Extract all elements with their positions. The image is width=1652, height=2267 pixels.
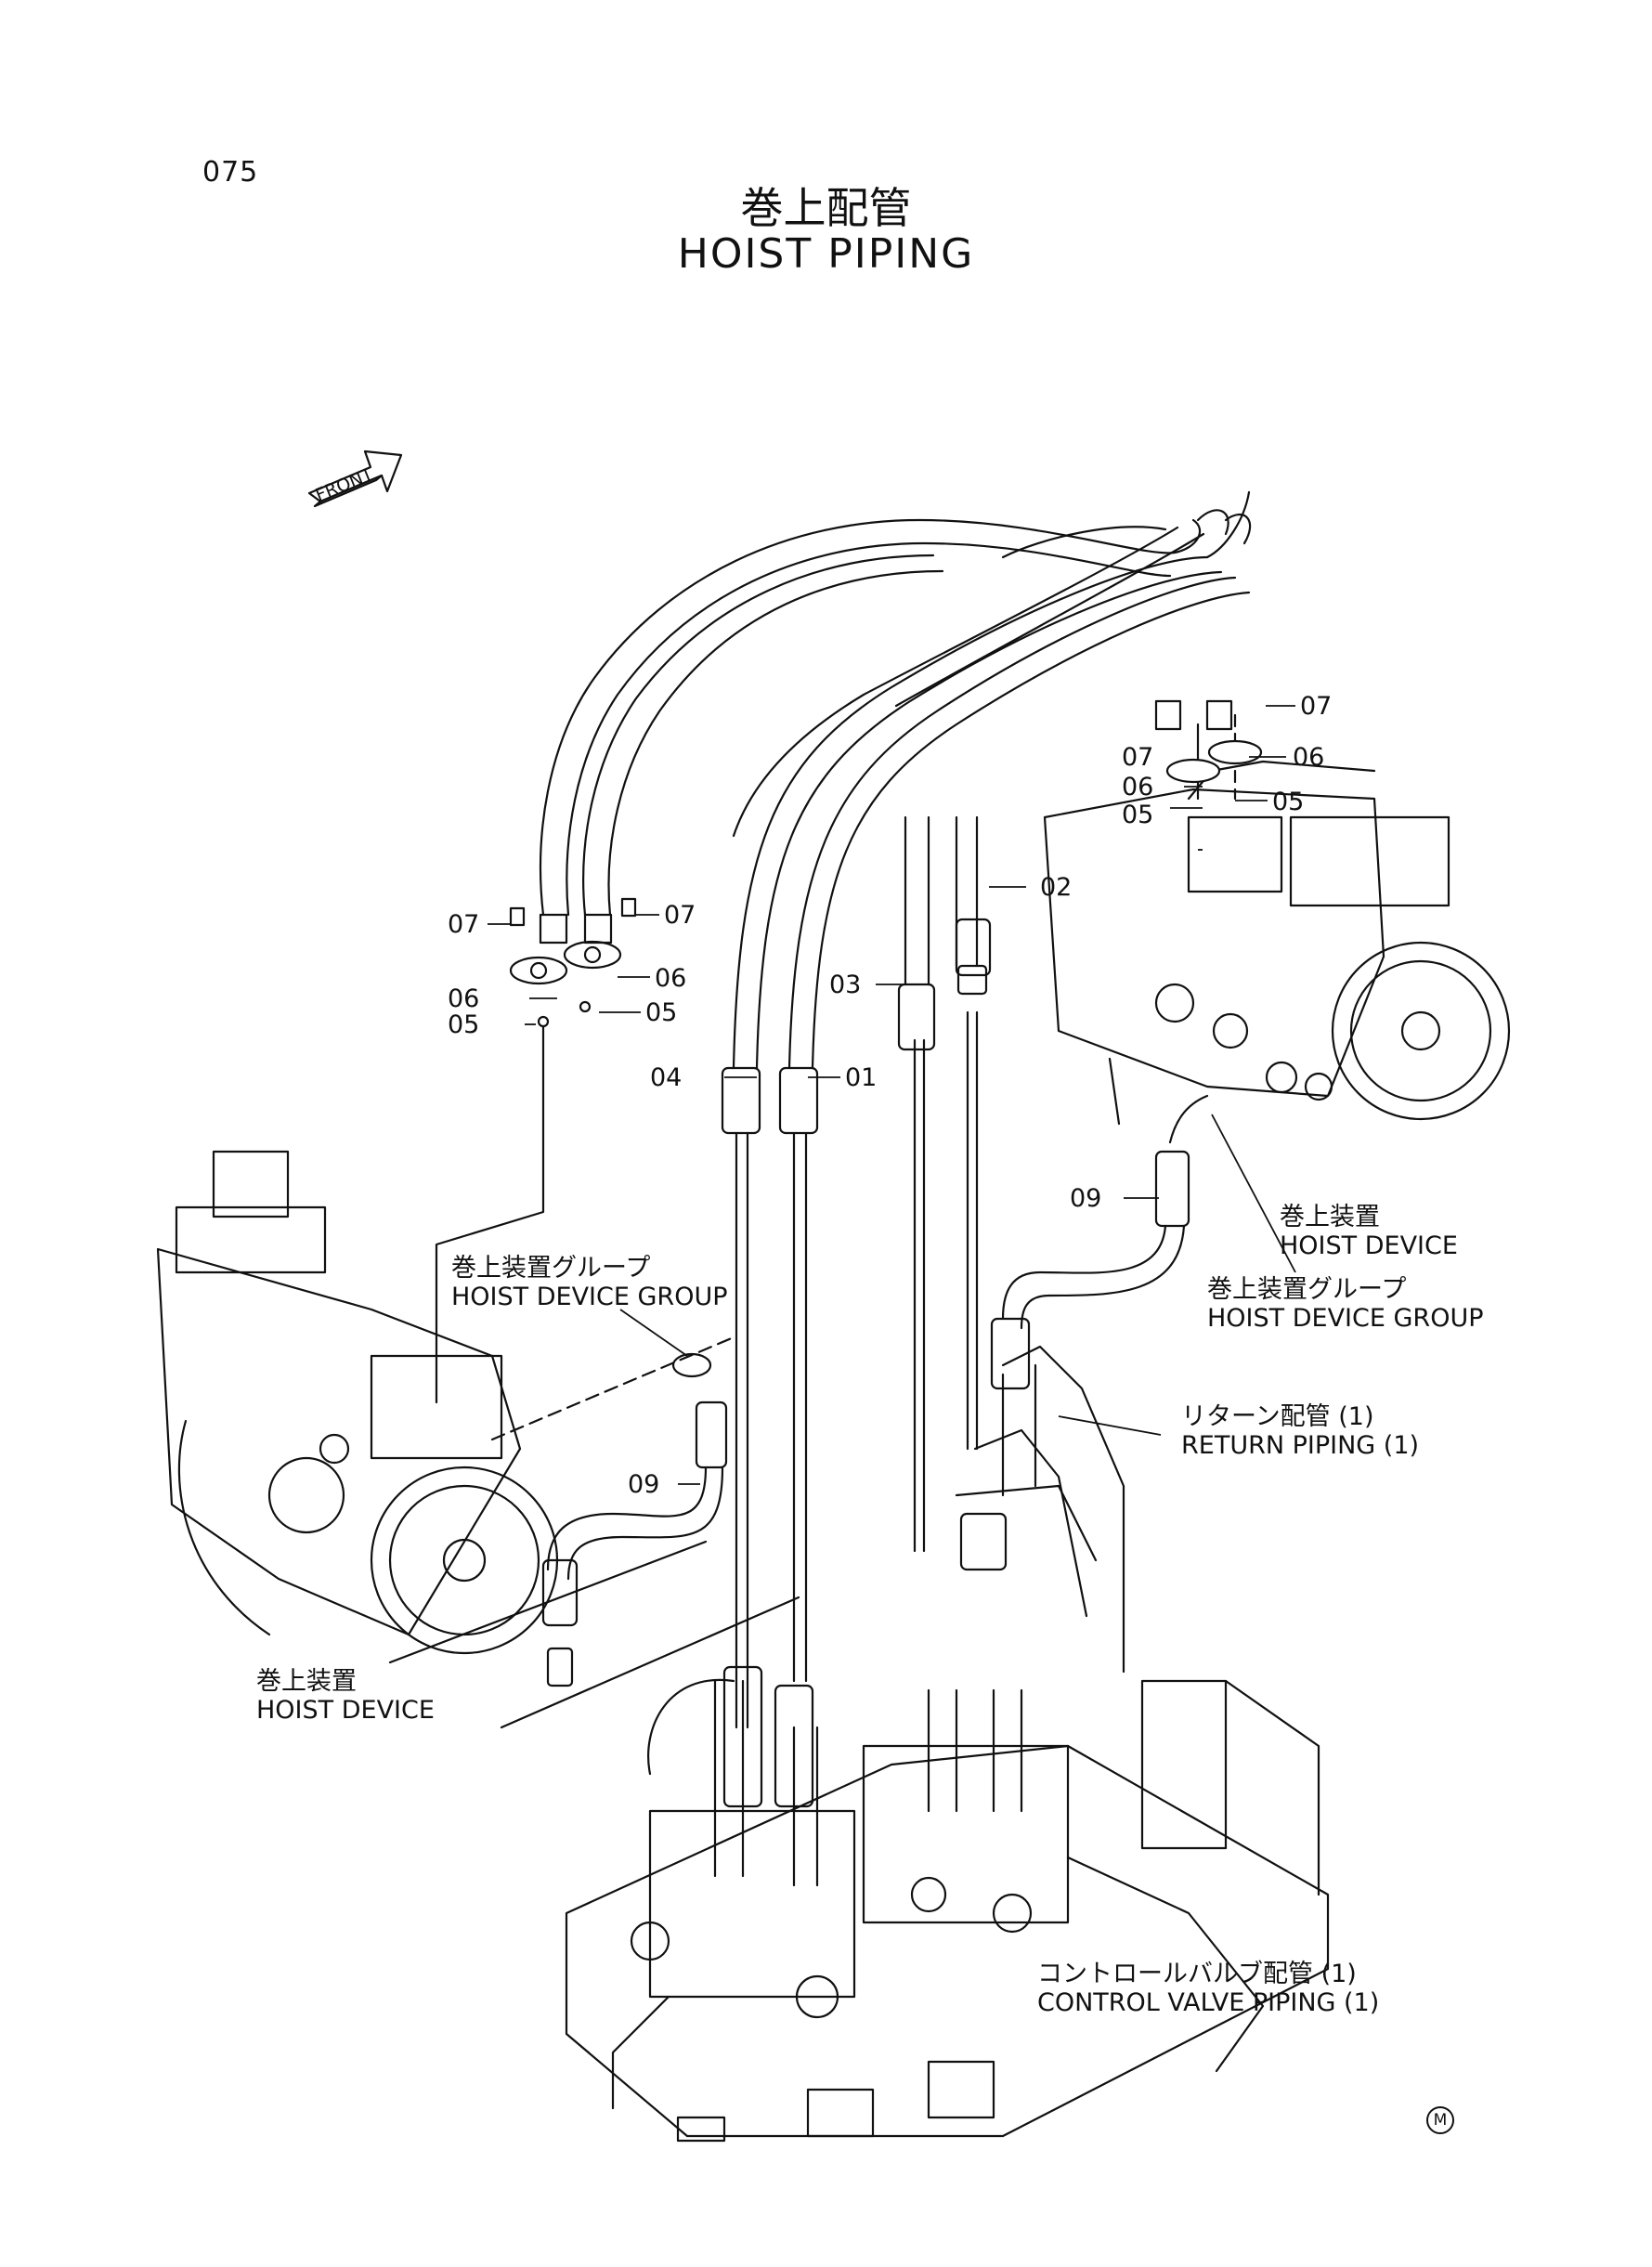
front-label: FRONT xyxy=(313,464,377,506)
part-number-07: 07 xyxy=(1122,743,1154,772)
hose-09-right xyxy=(990,1094,1209,1390)
m-mark-icon: M xyxy=(1426,2106,1454,2134)
leader-lines xyxy=(488,705,1296,1485)
part-number-05: 05 xyxy=(448,1010,480,1039)
vertical-pipes xyxy=(735,815,979,1729)
pipe-fittings xyxy=(721,918,992,1135)
hoist-device-right xyxy=(1043,699,1511,1126)
title-english: HOIST PIPING xyxy=(677,230,975,278)
title-japanese: 巻上配管 xyxy=(740,183,912,233)
front-arrow-icon: FRONT xyxy=(307,449,403,508)
part-number-05: 05 xyxy=(1122,801,1154,829)
label-control-valve-piping: コントロールバルブ配管 (1) CONTROL VALVE PIPING (1) xyxy=(1037,1960,1380,2017)
part-number-09: 09 xyxy=(1070,1184,1102,1213)
hose-left-loops xyxy=(539,518,1202,917)
part-number-06: 06 xyxy=(1122,773,1154,801)
part-number-05: 05 xyxy=(645,998,678,1027)
part-number-05: 05 xyxy=(1272,788,1305,816)
part-number-09: 09 xyxy=(628,1470,660,1499)
part-number-01: 01 xyxy=(845,1063,878,1092)
label-hoist-device-right: 巻上装置 HOIST DEVICE xyxy=(1280,1203,1458,1260)
hose-09-left xyxy=(541,1352,728,1687)
return-piping xyxy=(955,1345,1125,1674)
control-valve xyxy=(565,1665,1330,2143)
part-number-06: 06 xyxy=(448,984,480,1013)
part-number-06: 06 xyxy=(1293,743,1325,772)
label-hoist-device-left: 巻上装置 HOIST DEVICE xyxy=(256,1667,435,1725)
page-number: 075 xyxy=(202,156,259,189)
part-number-07: 07 xyxy=(1300,692,1333,721)
label-return-piping: リターン配管 (1) RETURN PIPING (1) xyxy=(1181,1402,1420,1460)
label-hoist-device-group-right: 巻上装置グループ HOIST DEVICE GROUP xyxy=(1207,1275,1484,1333)
hose-01-04 xyxy=(732,490,1251,1070)
label-hoist-device-group-left: 巻上装置グループ HOIST DEVICE GROUP xyxy=(451,1254,728,1311)
part-number-03: 03 xyxy=(829,971,862,999)
part-number-04: 04 xyxy=(650,1063,683,1092)
part-number-07: 07 xyxy=(448,910,480,939)
part-number-06: 06 xyxy=(655,964,687,993)
left-flange-group xyxy=(435,897,637,1404)
part-number-02: 02 xyxy=(1040,873,1073,902)
part-number-07: 07 xyxy=(664,901,696,930)
